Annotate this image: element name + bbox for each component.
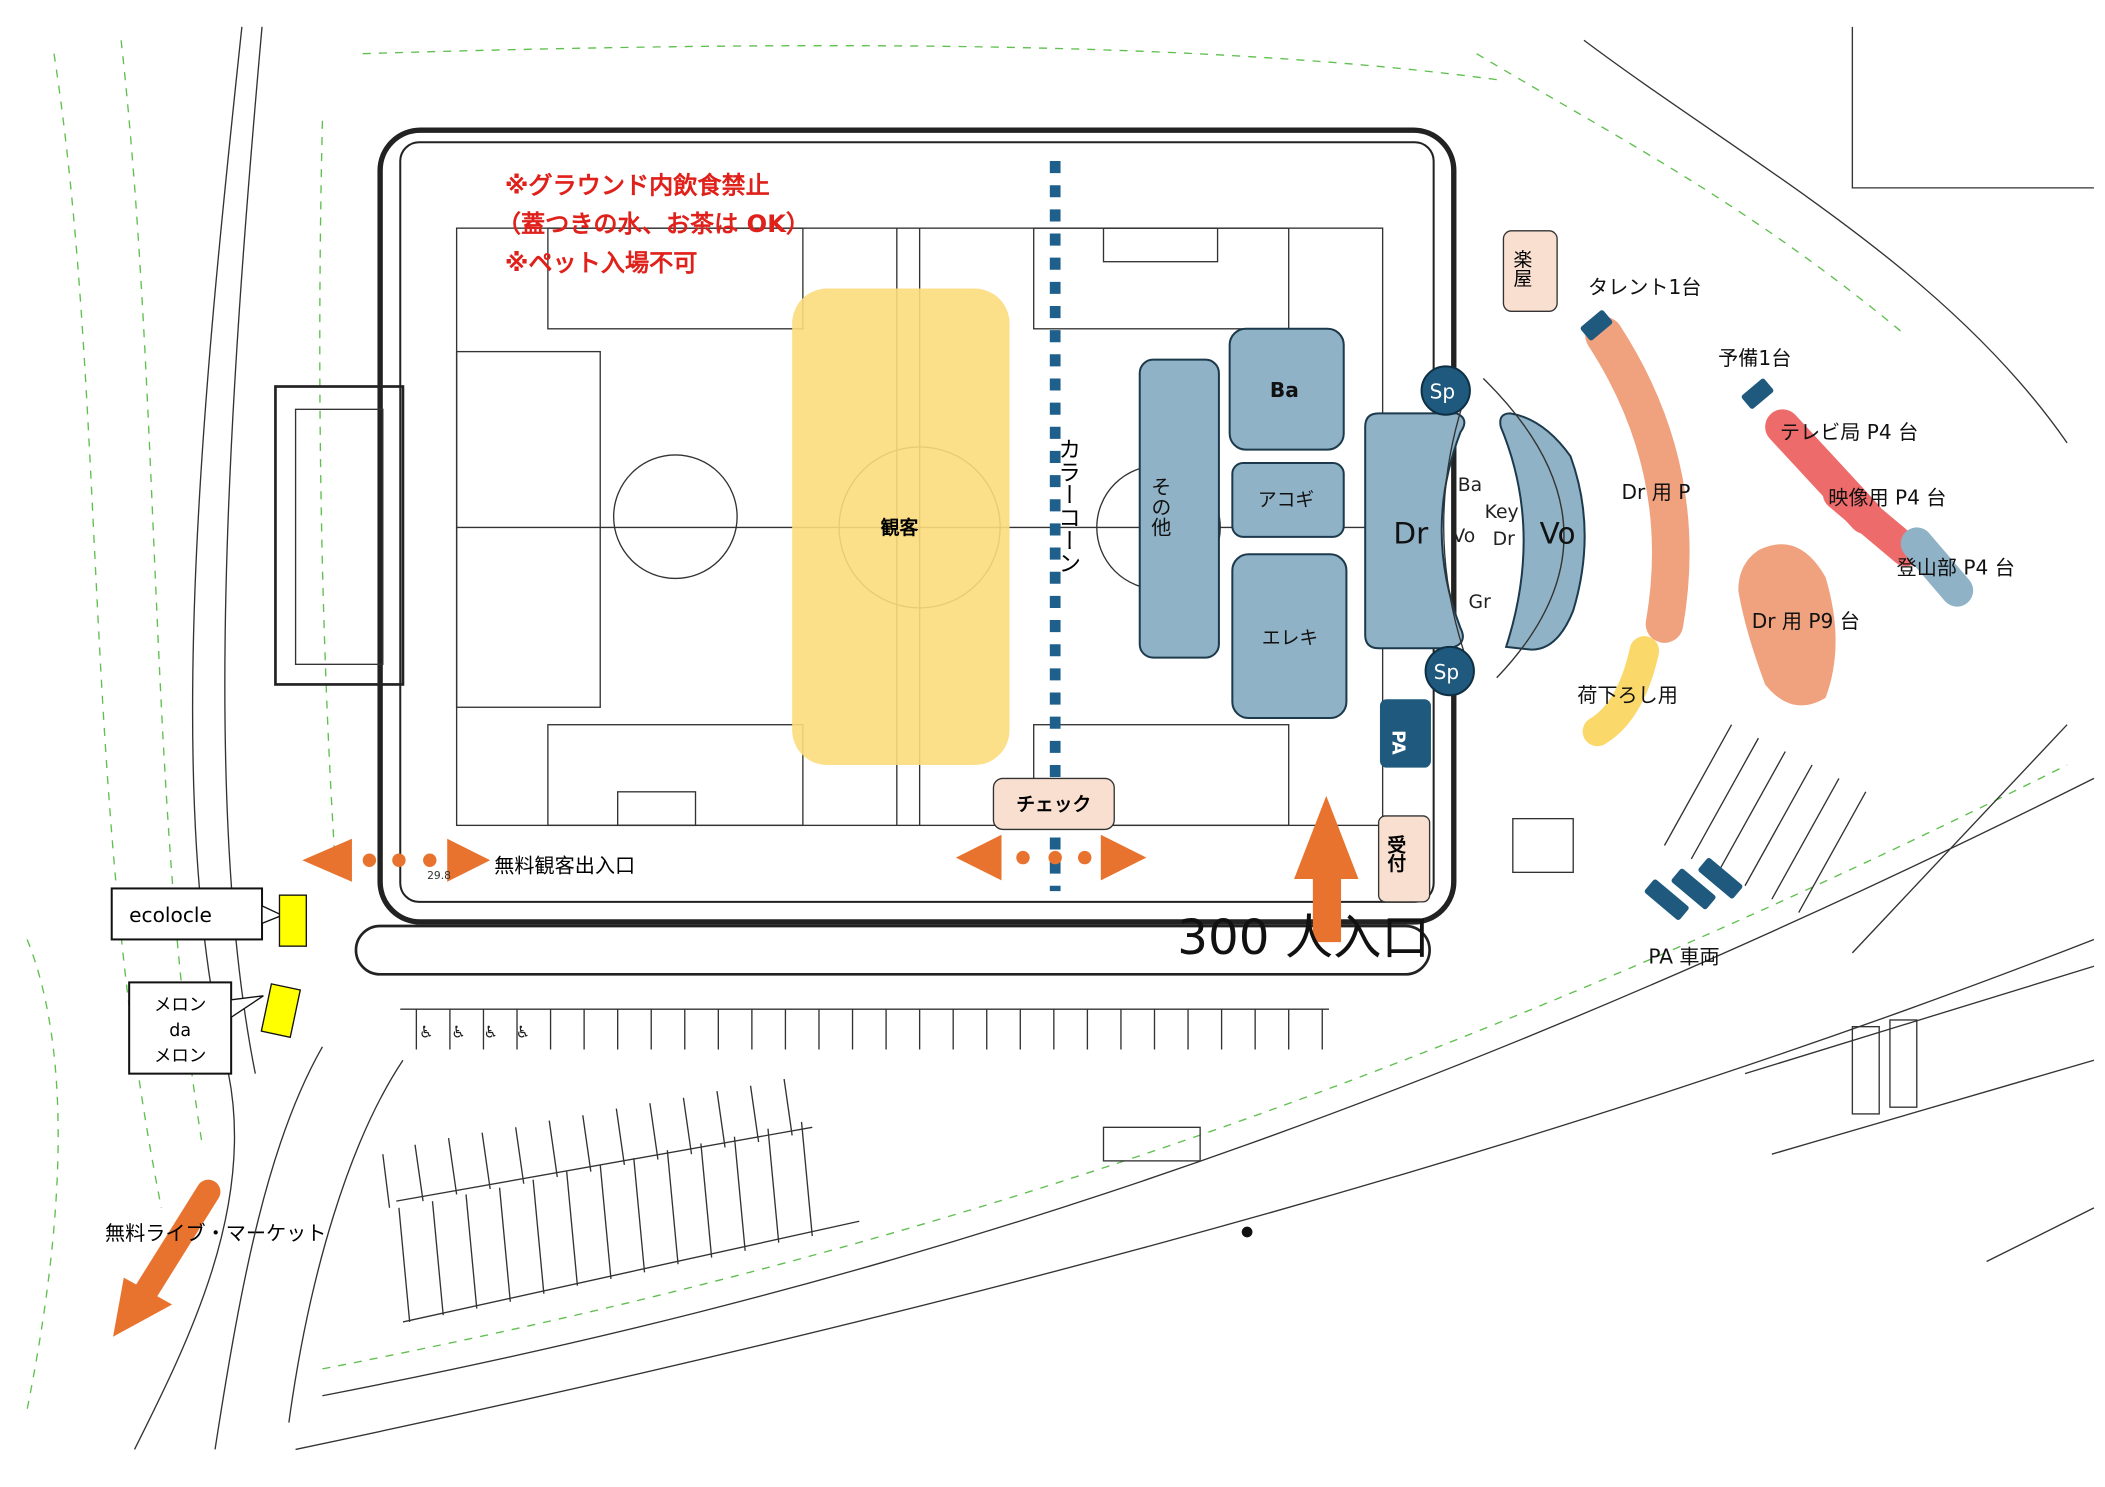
other-label: その他	[1148, 476, 1172, 536]
unloading-area	[1582, 636, 1660, 747]
vocal-area	[1499, 412, 1586, 651]
check-point	[992, 777, 1115, 831]
green-room-label: 楽屋	[1510, 249, 1531, 287]
ecolocle-callout	[110, 887, 264, 941]
vocal-label: Vo	[1540, 517, 1576, 551]
parking-lot-lines	[214, 724, 2068, 1450]
melon-label-3: メロン	[154, 1047, 206, 1067]
acoustic-guitar-area	[1231, 462, 1345, 538]
svg-text:♿: ♿	[451, 1022, 465, 1041]
marker-dot	[1241, 1226, 1253, 1238]
grandstand	[274, 385, 405, 686]
spare-parking-label: 予備1台	[1718, 346, 1791, 370]
electric-guitar-area	[1231, 553, 1348, 720]
stage-front-arc-inner	[1443, 402, 1467, 658]
electric-label: エレキ	[1262, 628, 1318, 649]
melon-label-2: da	[169, 1021, 191, 1041]
melon-callout-pointer	[230, 995, 264, 1019]
ecolocle-label: ecolocle	[129, 903, 212, 927]
stage-layout	[1138, 327, 1586, 720]
talent-car-icon	[1580, 310, 1613, 341]
svg-text:♿: ♿	[483, 1022, 497, 1041]
melon-label-1: メロン	[154, 996, 206, 1016]
check-point-label: チェック	[1016, 794, 1091, 816]
pa-booth	[1379, 699, 1431, 768]
bass-label: Ba	[1270, 378, 1299, 402]
front-walkway	[354, 924, 1431, 976]
svg-text:♿: ♿	[516, 1022, 530, 1041]
audience-area	[792, 288, 1010, 765]
video-parking	[1822, 477, 1923, 567]
free-entrance-label[interactable]: 無料観客出入口	[494, 853, 635, 877]
drums-label: Dr	[1393, 517, 1429, 551]
notice-no-pets: ※ペット入場不可	[505, 249, 697, 277]
unloading-label: 荷下ろし用	[1577, 683, 1678, 707]
melon-callout	[128, 981, 233, 1075]
check-arrows	[955, 834, 1147, 881]
stage-front-arc-outer	[1482, 377, 1565, 679]
front-guitar-label: Gr	[1469, 592, 1492, 613]
melon-booth[interactable]	[260, 983, 302, 1039]
front-keyboard-label: Key	[1485, 502, 1519, 523]
accessible-parking-icons: ♿ ♿ ♿ ♿	[419, 1022, 530, 1041]
pa-vehicle-icons	[1644, 857, 1743, 920]
ecolocle-callout-pointer	[261, 904, 284, 925]
terrain-lines	[26, 26, 2095, 1451]
market-arrow-shaft	[129, 1179, 221, 1312]
free-entrance-arrows	[302, 838, 491, 882]
drum-riser	[1364, 412, 1466, 650]
reception-booth	[1377, 815, 1431, 903]
speaker-top-label: Sp	[1430, 380, 1456, 404]
market-arrow-head	[113, 1277, 173, 1337]
tv-parking-label: テレビ局 P4 台	[1780, 420, 1918, 444]
audience-label: 観客	[881, 516, 919, 539]
green-room	[1502, 230, 1558, 313]
color-cone-label: カラーコーン	[1054, 438, 1080, 575]
bass-area	[1228, 327, 1345, 451]
talent-parking-label: タレント1台	[1588, 275, 1701, 299]
main-entrance-arrow	[1294, 795, 1359, 943]
main-entrance-label[interactable]: 300 人入口	[1177, 910, 1429, 966]
stadium-outer-wall	[377, 127, 1457, 925]
front-vocal-label: Vo	[1452, 526, 1475, 547]
other-instruments-area	[1138, 358, 1220, 659]
free-live-market-label[interactable]: 無料ライブ・マーケット	[105, 1221, 326, 1245]
pa-booth-label: PA	[1387, 730, 1407, 755]
ecolocle-booth[interactable]	[278, 894, 307, 947]
spare-car-icon	[1741, 378, 1774, 409]
front-drums-label: Dr	[1493, 529, 1515, 550]
climbing-club-parking	[1900, 527, 1974, 607]
video-parking-label: 映像用 P4 台	[1828, 486, 1946, 510]
speaker-top	[1420, 365, 1471, 416]
speaker-bottom-label: Sp	[1434, 660, 1460, 684]
notice-no-food: ※グラウンド内飲食禁止	[505, 171, 770, 199]
drum-parking-9-label: Dr 用 P9 台	[1752, 609, 1860, 633]
level-mark: 29.8	[427, 869, 451, 882]
climbing-parking-label: 登山部 P4 台	[1897, 555, 2015, 579]
front-bass-label: Ba	[1458, 475, 1482, 496]
acoustic-label: アコギ	[1258, 489, 1314, 511]
speaker-bottom	[1424, 645, 1475, 697]
drum-parking-strip	[1585, 316, 1690, 643]
svg-text:♿: ♿	[419, 1022, 433, 1041]
drum-parking-label: Dr 用 P	[1622, 480, 1691, 504]
reception-label: 受付	[1384, 833, 1405, 872]
notice: ※グラウンド内飲食禁止 （蓋つきの水、お茶は OK） ※ペット入場不可	[497, 171, 810, 277]
notice-drinks-ok: （蓋つきの水、お茶は OK）	[497, 210, 810, 238]
drum-parking-9	[1738, 544, 1836, 706]
pa-vehicle-label: PA 車両	[1648, 945, 1719, 969]
grandstand-roof	[294, 408, 384, 665]
